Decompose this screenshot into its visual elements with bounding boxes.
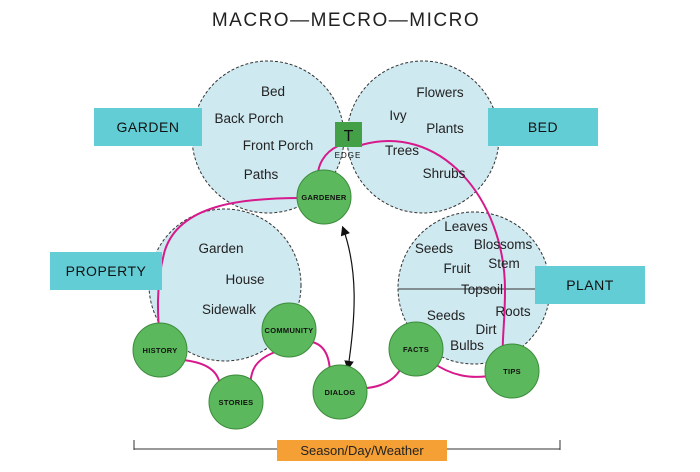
node-history: HISTORY — [132, 322, 188, 378]
plant-word: Bulbs — [450, 338, 484, 353]
plant-words: Leaves Seeds Blossoms Fruit Stem Topsoil… — [415, 219, 533, 353]
gardener-dialog-arrow — [340, 225, 355, 371]
bed-word: Ivy — [389, 108, 407, 123]
bed-word: Plants — [426, 121, 464, 136]
garden-word: Paths — [244, 167, 279, 182]
edge-marker: T EDGE — [335, 122, 362, 160]
svg-text:PROPERTY: PROPERTY — [66, 263, 147, 279]
garden-label-box: GARDEN — [94, 108, 202, 146]
node-stories: STORIES — [208, 374, 264, 430]
node-dialog: DIALOG — [312, 364, 368, 420]
garden-word: Front Porch — [243, 138, 314, 153]
node-facts: FACTS — [388, 321, 444, 377]
property-word: Sidewalk — [202, 302, 256, 317]
plant-word: Seeds — [415, 241, 454, 256]
bed-words: Flowers Ivy Plants Trees Shrubs — [385, 85, 466, 181]
bed-word: Trees — [385, 143, 419, 158]
svg-text:COMMUNITY: COMMUNITY — [265, 326, 314, 335]
svg-text:HISTORY: HISTORY — [142, 346, 177, 355]
plant-word: Roots — [495, 304, 531, 319]
svg-text:BED: BED — [528, 119, 558, 135]
bed-word: Shrubs — [423, 166, 466, 181]
plant-word: Blossoms — [474, 237, 533, 252]
garden-word: Back Porch — [214, 111, 283, 126]
property-word: Garden — [198, 241, 243, 256]
svg-text:GARDENER: GARDENER — [301, 193, 347, 202]
svg-text:GARDEN: GARDEN — [117, 119, 180, 135]
svg-text:STORIES: STORIES — [219, 398, 254, 407]
season-day-weather-label: Season/Day/Weather — [277, 440, 447, 461]
node-tips: TIPS — [484, 343, 540, 399]
svg-text:PLANT: PLANT — [566, 277, 614, 293]
plant-word: Dirt — [476, 322, 497, 337]
plant-word: Leaves — [444, 219, 488, 234]
plant-label-box: PLANT — [535, 266, 645, 304]
garden-word: Bed — [261, 84, 285, 99]
bed-word: Flowers — [416, 85, 464, 100]
bed-label-box: BED — [488, 108, 598, 146]
garden-words: Bed Back Porch Front Porch Paths — [214, 84, 313, 182]
plant-word: Stem — [488, 256, 520, 271]
svg-text:TIPS: TIPS — [503, 367, 521, 376]
property-word: House — [225, 272, 264, 287]
link-gardener-history — [157, 197, 303, 346]
link-edge-tips — [357, 140, 507, 361]
node-community: COMMUNITY — [261, 302, 317, 358]
plant-word: Topsoil — [461, 282, 503, 297]
svg-text:DIALOG: DIALOG — [325, 388, 356, 397]
svg-text:FACTS: FACTS — [403, 345, 429, 354]
property-label-box: PROPERTY — [50, 252, 162, 290]
property-words: Garden House Sidewalk — [198, 241, 264, 317]
page-title: MACRO—MECRO—MICRO — [212, 10, 480, 31]
plant-word: Fruit — [444, 261, 471, 276]
link-history-stories — [181, 359, 221, 386]
edge-letter: T — [344, 128, 354, 145]
svg-text:Season/Day/Weather: Season/Day/Weather — [300, 443, 424, 458]
edge-label: EDGE — [335, 151, 362, 160]
plant-word: Seeds — [427, 308, 466, 323]
node-gardener: GARDENER — [296, 169, 352, 225]
link-dialog-facts — [366, 369, 401, 389]
